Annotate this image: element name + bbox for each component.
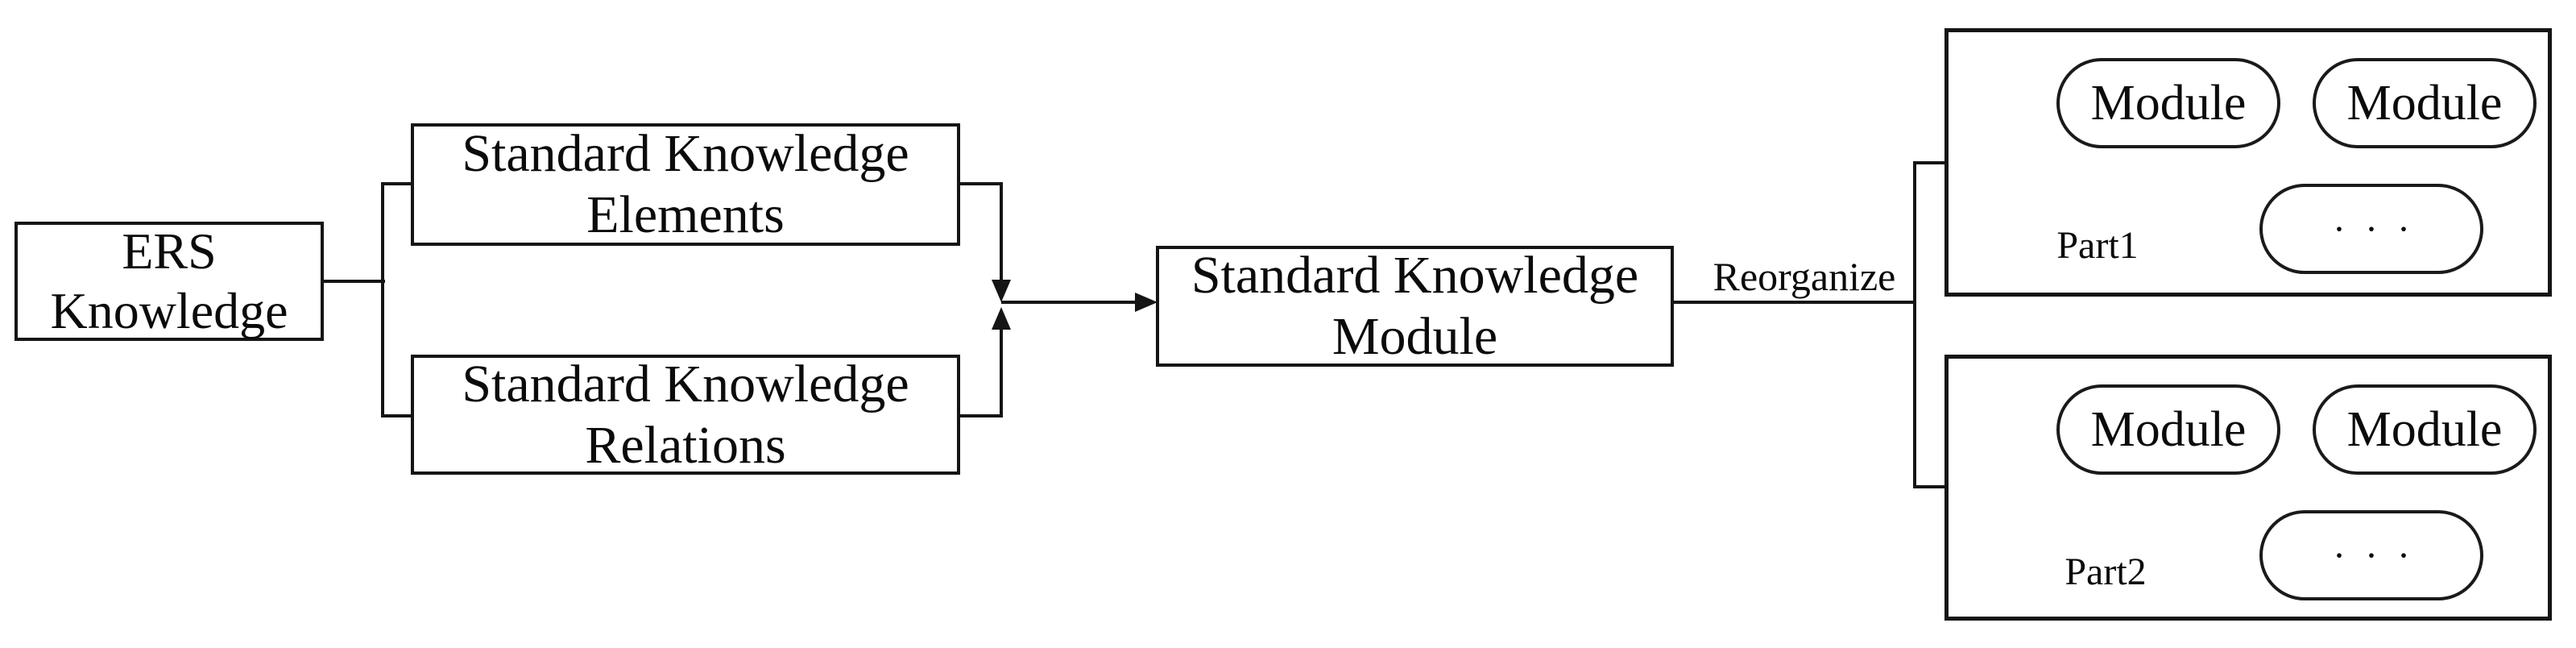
relations-right-stub-line xyxy=(957,414,1003,417)
left-bracket-bottom-stub-line xyxy=(381,414,414,417)
part1-module-pill-1: Module xyxy=(2056,58,2280,148)
part2-module-pill-1: Module xyxy=(2056,384,2280,475)
node-module-line1: Standard Knowledge xyxy=(1191,246,1639,305)
part2-module-pill-2-label: Module xyxy=(2346,401,2503,457)
part1-module-pill-2: Module xyxy=(2313,58,2537,148)
part2-ellipsis-pill: · · · xyxy=(2259,510,2483,600)
part2-module-pill-2: Module xyxy=(2313,384,2537,475)
node-standard-knowledge-elements: Standard Knowledge Elements xyxy=(411,123,960,246)
panel-part1: Module Module · · · Part1 xyxy=(1944,28,2552,297)
node-relations-line1: Standard Knowledge xyxy=(462,354,909,413)
node-relations-line2: Relations xyxy=(585,415,786,475)
part1-module-pill-2-label: Module xyxy=(2346,75,2503,131)
node-ers-knowledge: ERS Knowledge xyxy=(14,222,324,341)
part2-label: Part2 xyxy=(2065,550,2147,593)
right-bracket-vertical-line xyxy=(1913,161,1916,488)
part2-module-pill-1-label: Module xyxy=(2090,401,2247,457)
node-standard-knowledge-module: Standard Knowledge Module xyxy=(1156,246,1674,367)
reorganize-line xyxy=(1672,301,1916,304)
node-module-line2: Module xyxy=(1331,307,1498,366)
left-bracket-top-stub-line xyxy=(381,182,414,185)
node-elements-line1: Standard Knowledge xyxy=(462,124,909,183)
elements-down-line xyxy=(1000,182,1003,280)
panel-part2: Module Module · · · Part2 xyxy=(1944,355,2552,621)
arrowhead-right-icon xyxy=(1135,293,1158,312)
part1-label: Part1 xyxy=(2056,223,2139,267)
node-ers-knowledge-line1: ERS xyxy=(122,222,217,280)
node-elements-line2: Elements xyxy=(586,185,785,244)
right-bracket-top-stub-line xyxy=(1913,161,1948,164)
arrowhead-down-icon xyxy=(992,280,1011,302)
part2-ellipsis-label: · · · xyxy=(2333,534,2415,577)
left-bracket-vertical-line xyxy=(381,182,384,417)
merge-to-module-line xyxy=(1001,301,1138,304)
reorganize-label: Reorganize xyxy=(1713,254,1896,299)
part1-ellipsis-label: · · · xyxy=(2333,207,2415,251)
elements-right-stub-line xyxy=(957,182,1003,185)
node-standard-knowledge-relations: Standard Knowledge Relations xyxy=(411,355,960,475)
part1-ellipsis-pill: · · · xyxy=(2259,184,2483,274)
arrowhead-up-icon xyxy=(992,307,1011,330)
right-bracket-bottom-stub-line xyxy=(1913,485,1948,488)
part1-module-pill-1-label: Module xyxy=(2090,75,2247,131)
ers-to-bracket-line xyxy=(321,280,385,283)
relations-up-line xyxy=(1000,330,1003,416)
node-ers-knowledge-line2: Knowledge xyxy=(50,282,288,339)
